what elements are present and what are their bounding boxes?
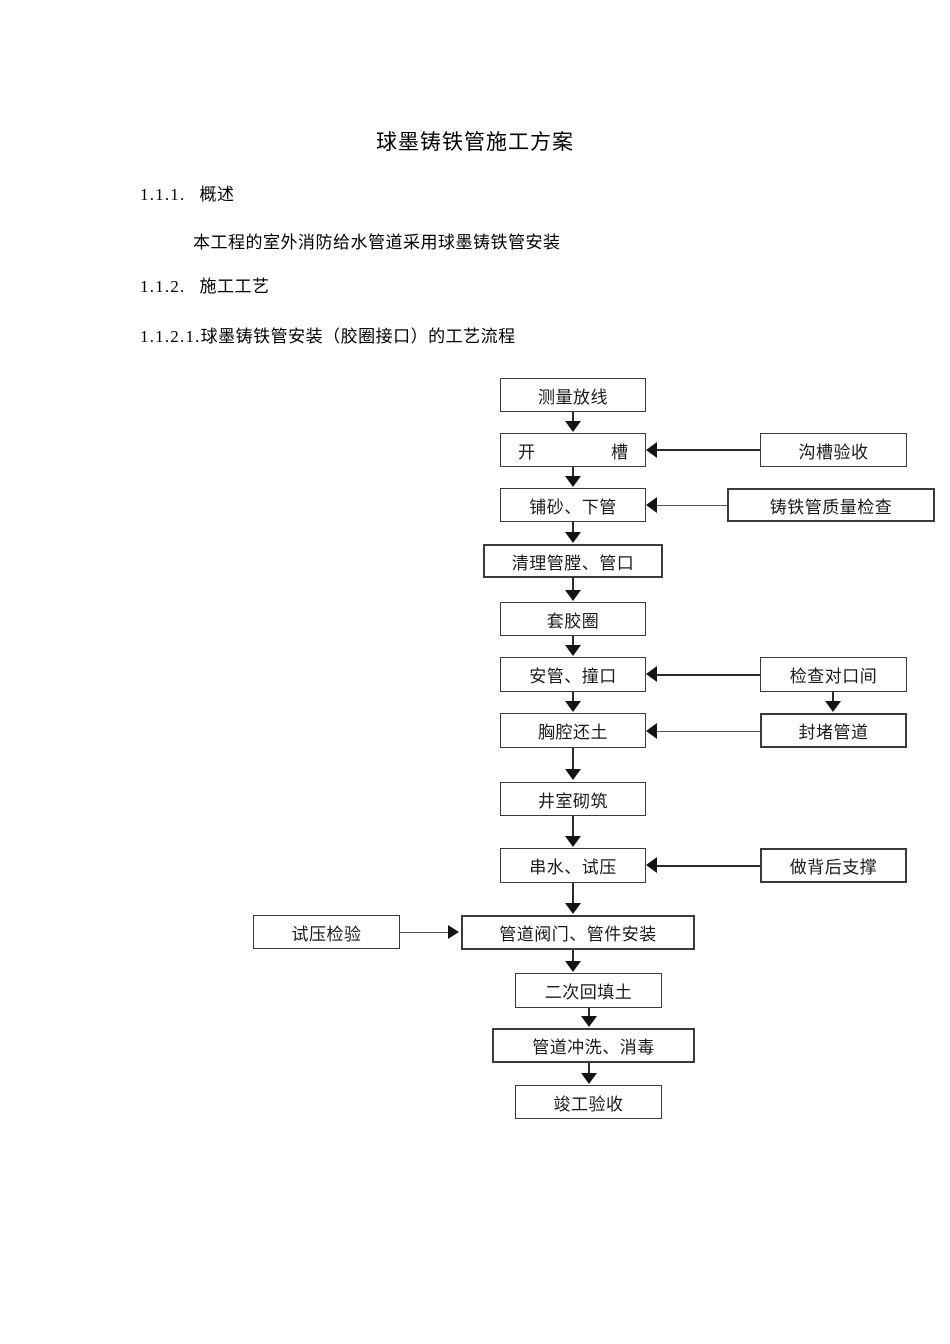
connector-s6-n10 — [400, 932, 450, 933]
flow-node-valve-and-fitting-installation: 管道阀门、管件安装 — [461, 915, 695, 950]
flow-node-check-joint-gap: 检查对口间 — [760, 657, 907, 692]
connector-n8-n9 — [572, 816, 574, 837]
connector-s4-n7 — [657, 731, 760, 732]
arrowhead-down-icon — [565, 769, 581, 780]
connector-n2-n3 — [572, 467, 574, 479]
connector-n12-n13 — [588, 1063, 590, 1074]
flow-node-sand-bedding-pipe-lowering: 铺砂、下管 — [500, 488, 646, 522]
heading-number: 1.1.2.1. — [140, 327, 201, 346]
flow-node-pressure-test-inspection: 试压检验 — [253, 915, 400, 949]
arrowhead-left-icon — [646, 442, 657, 458]
connector-s3-s4 — [832, 692, 834, 702]
arrowhead-down-icon — [565, 476, 581, 487]
arrowhead-left-icon — [646, 497, 657, 513]
connector-s3-n6 — [657, 674, 760, 676]
flow-node-clean-pipe-bore-and-mouth: 清理管膛、管口 — [483, 544, 663, 578]
connector-n7-n8 — [572, 748, 574, 770]
arrowhead-down-icon — [565, 961, 581, 972]
heading-number: 1.1.2. — [140, 277, 186, 296]
heading-1-1-2-1: 1.1.2.1.球墨铸铁管安装（胶圈接口）的工艺流程 — [140, 322, 516, 347]
connector-n6-n7 — [572, 692, 574, 702]
connector-n10-n11 — [572, 950, 574, 962]
arrowhead-down-icon — [565, 590, 581, 601]
flow-node-water-filling-pressure-test: 串水、试压 — [500, 848, 646, 883]
heading-text: 概述 — [199, 185, 235, 204]
flow-node-fit-rubber-ring: 套胶圈 — [500, 602, 646, 636]
flow-node-label: 开 槽 — [518, 442, 642, 462]
flow-node-trench-acceptance: 沟槽验收 — [760, 433, 907, 467]
flow-node-measurement-layout: 测量放线 — [500, 378, 646, 412]
flow-node-back-thrust-support: 做背后支撑 — [760, 848, 907, 883]
arrowhead-down-icon — [565, 903, 581, 914]
flow-node-second-backfill: 二次回填土 — [515, 973, 662, 1008]
flow-node-haunch-backfill: 胸腔还土 — [500, 713, 646, 748]
heading-text: 施工工艺 — [199, 277, 270, 296]
flow-node-cast-iron-pipe-quality-check: 铸铁管质量检查 — [727, 488, 935, 522]
arrowhead-left-icon — [646, 857, 657, 873]
arrowhead-down-icon — [565, 421, 581, 432]
connector-n1-n2 — [572, 412, 574, 424]
connector-n9-n10 — [572, 883, 574, 904]
arrowhead-down-icon — [565, 836, 581, 847]
heading-1-1-2: 1.1.2. 施工工艺 — [140, 272, 269, 297]
arrowhead-left-icon — [646, 723, 657, 739]
connector-n5-n6 — [572, 636, 574, 646]
flow-node-trenching: 开 槽 — [500, 433, 646, 467]
heading-number: 1.1.1. — [140, 185, 186, 204]
arrowhead-down-icon — [581, 1016, 597, 1027]
arrowhead-down-icon — [565, 532, 581, 543]
heading-1-1-1: 1.1.1. 概述 — [140, 180, 234, 205]
flow-node-manhole-masonry: 井室砌筑 — [500, 782, 646, 816]
arrowhead-down-icon — [565, 645, 581, 656]
connector-s2-n3 — [657, 505, 727, 506]
arrowhead-down-icon — [565, 701, 581, 712]
flow-node-completion-acceptance: 竣工验收 — [515, 1085, 662, 1119]
arrowhead-down-icon — [581, 1073, 597, 1084]
flow-node-seal-pipeline: 封堵管道 — [760, 713, 907, 748]
arrowhead-down-icon — [825, 701, 841, 712]
flow-node-pipe-flushing-disinfection: 管道冲洗、消毒 — [492, 1028, 695, 1063]
arrowhead-right-icon — [448, 925, 459, 939]
page-title: 球墨铸铁管施工方案 — [376, 130, 574, 154]
connector-n3-n4 — [572, 522, 574, 534]
flow-node-install-pipe-joint: 安管、撞口 — [500, 657, 646, 692]
connector-s5-n9 — [657, 865, 760, 867]
connector-n11-n12 — [588, 1008, 590, 1017]
connector-s1-n2 — [657, 449, 760, 451]
arrowhead-left-icon — [646, 666, 657, 682]
body-paragraph: 本工程的室外消防给水管道采用球墨铸铁管安装 — [193, 233, 561, 252]
heading-text: 球墨铸铁管安装（胶圈接口）的工艺流程 — [200, 327, 516, 346]
connector-n4-n5 — [572, 578, 574, 591]
